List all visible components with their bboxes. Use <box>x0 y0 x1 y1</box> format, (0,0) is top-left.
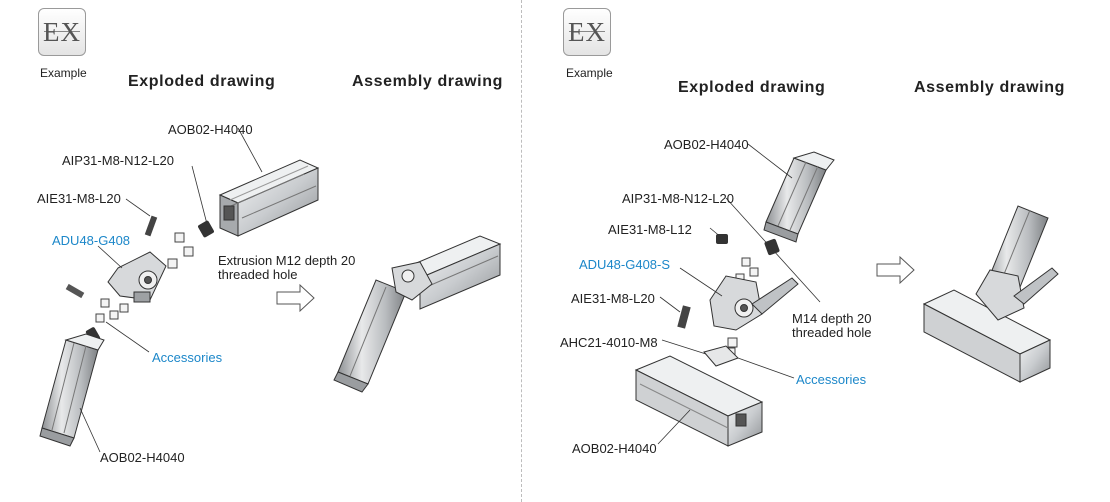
ex-badge-text: EX <box>568 17 606 47</box>
right-panel: EX Example Exploded drawing Assembly dra… <box>530 0 1110 502</box>
profile-top <box>763 151 835 243</box>
label-note-line2: threaded hole <box>218 267 298 282</box>
threaded-insert <box>764 238 780 256</box>
example-caption: Example <box>40 66 87 80</box>
screw-bottom <box>677 305 691 329</box>
screw-top <box>716 234 728 244</box>
exploded-drawing-title: Exploded drawing <box>128 73 276 90</box>
example-caption: Example <box>566 66 613 80</box>
label-hinge: ADU48-G408 <box>52 233 131 248</box>
label-hinge: ADU48-G408-S <box>579 257 671 272</box>
label-note-line1: M14 depth 20 <box>792 311 872 326</box>
assembly-drawing-title: Assembly drawing <box>352 73 503 90</box>
assembly-view <box>922 205 1059 383</box>
panel-divider <box>521 0 522 502</box>
label-profile-top: AOB02-H4040 <box>168 122 253 137</box>
assembly-arrow-icon <box>276 283 315 313</box>
label-accessories: Accessories <box>796 372 867 387</box>
label-note-line1: Extrusion M12 depth 20 <box>218 253 356 268</box>
assembly-drawing-title: Assembly drawing <box>914 79 1065 96</box>
left-panel: EX Example Exploded drawing Assembly dra… <box>0 0 520 502</box>
assembly-arrow-icon <box>876 255 915 285</box>
label-profile-bottom: AOB02-H4040 <box>572 441 657 456</box>
label-accessories: Accessories <box>152 350 223 365</box>
label-insert: AIP31-M8-N12-L20 <box>622 191 734 206</box>
label-profile-top: AOB02-H4040 <box>664 137 749 152</box>
left-exploded-illustration <box>39 127 502 453</box>
ex-badge-icon: EX <box>38 8 86 56</box>
label-insert: AIP31-M8-N12-L20 <box>62 153 174 168</box>
assembly-view <box>333 235 502 393</box>
label-screw-top: AIE31-M8-L12 <box>608 222 692 237</box>
hinge-part <box>107 251 167 303</box>
ex-badge-icon: EX <box>563 8 611 56</box>
profile-bottom <box>634 355 764 447</box>
profile-bottom <box>39 333 105 447</box>
exploded-drawing-title: Exploded drawing <box>678 79 826 96</box>
ex-badge-text: EX <box>43 17 81 47</box>
label-screw-bottom: AIE31-M8-L20 <box>571 291 655 306</box>
screw-top <box>144 215 158 237</box>
hinge-part <box>709 275 799 331</box>
label-note-line2: threaded hole <box>792 325 872 340</box>
label-profile-bottom: AOB02-H4040 <box>100 450 185 465</box>
screw-side <box>65 283 85 299</box>
threaded-insert <box>198 220 214 238</box>
label-screw: AIE31-M8-L20 <box>37 191 121 206</box>
profile-top <box>218 159 320 237</box>
label-nut: AHC21-4010-M8 <box>560 335 658 350</box>
right-exploded-illustration <box>634 143 1059 447</box>
